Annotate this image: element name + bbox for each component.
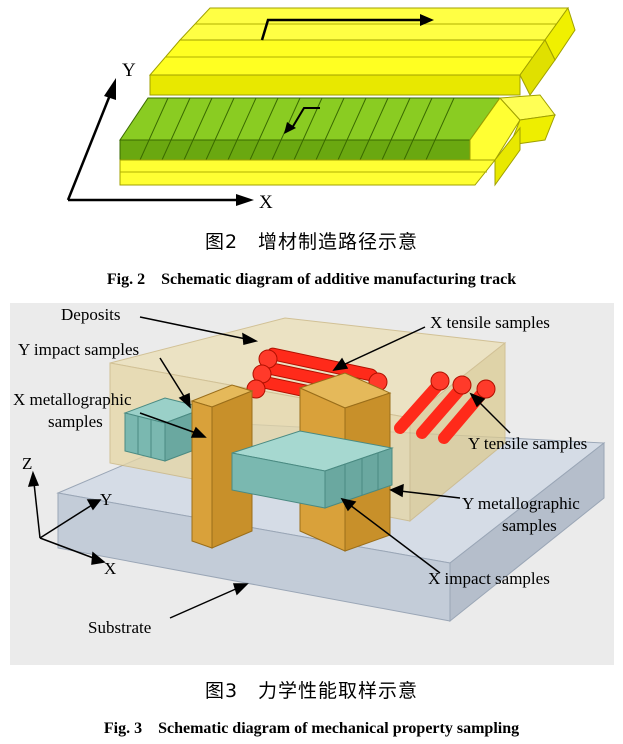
leader-substrate-arrowhead: [232, 583, 249, 596]
leader-substrate: [169, 587, 239, 619]
label-x-tensile: X tensile samples: [430, 313, 550, 332]
axis-y-arrowhead: [104, 78, 116, 100]
leader-x-metallographic: [139, 412, 197, 434]
leader-y-impact-arrowhead: [178, 392, 191, 409]
label-x-impact: X impact samples: [428, 569, 550, 588]
figure-2-diagram: Y X: [66, 6, 576, 213]
leader-y-metallographic: [399, 490, 461, 499]
figure-2-caption-en: Fig. 2 Schematic diagram of additive man…: [106, 271, 517, 288]
x-impact-sample-block: [231, 430, 394, 509]
leader-x-metallographic-arrowhead: [190, 426, 207, 438]
green-track-arrow: [291, 107, 320, 129]
label-x-metallographic-1: X metallographic: [13, 390, 132, 409]
top-track-arrow: [260, 18, 420, 41]
figure-3-caption-cn: 图3 力学性能取样示意: [204, 680, 419, 702]
axis-y-line: [66, 94, 112, 201]
axis-x3-label: X: [104, 559, 116, 578]
leader-y-impact: [159, 357, 186, 399]
axis-y3-arrowhead: [86, 499, 102, 511]
axis-y3-label: Y: [100, 490, 112, 509]
figure-2-caption-cn: 图2 增材制造路径示意: [204, 231, 419, 253]
leader-x-tensile-arrowhead: [332, 357, 349, 372]
side-bead-stack: [469, 94, 556, 161]
leader-y-metallographic-arrowhead: [389, 483, 404, 498]
label-substrate: Substrate: [88, 618, 151, 637]
top-track-arrowhead: [420, 14, 434, 26]
figure-3-diagram: Deposits X tensile samples Y impact samp…: [10, 303, 614, 665]
green-deposit-layer: [119, 97, 501, 161]
leader-x-impact-arrowhead: [340, 497, 357, 512]
bottom-deposit-layer: [119, 126, 521, 187]
leader-deposits: [139, 316, 247, 340]
leader-y-tensile-arrowhead: [469, 392, 486, 408]
axis-z-label: Z: [22, 454, 32, 473]
label-y-tensile: Y tensile samples: [468, 434, 587, 453]
axis-x3-line: [39, 537, 97, 560]
label-y-metallographic-1: Y metallographic: [462, 494, 580, 513]
leader-deposits-arrowhead: [242, 332, 259, 345]
top-deposit-layer: [148, 6, 576, 96]
leader-x-tensile: [342, 326, 426, 366]
label-deposits: Deposits: [61, 305, 121, 324]
axis-x3-arrowhead: [91, 551, 106, 565]
axis-y3-line: [39, 504, 93, 539]
label-y-impact: Y impact samples: [18, 340, 139, 359]
figure-3-caption-en: Fig. 3 Schematic diagram of mechanical p…: [103, 720, 520, 737]
axis-x-arrowhead: [236, 194, 254, 206]
axis-z-line: [33, 482, 41, 539]
label-y-metallographic-2: samples: [502, 516, 557, 535]
axis-y-label: Y: [122, 60, 136, 81]
leader-x-impact: [349, 504, 441, 574]
label-x-metallographic-2: samples: [48, 412, 103, 431]
leader-y-tensile: [477, 400, 511, 434]
axis-z-arrowhead: [27, 470, 40, 487]
axis-x-label: X: [259, 192, 273, 213]
green-track-arrowhead: [284, 122, 296, 134]
